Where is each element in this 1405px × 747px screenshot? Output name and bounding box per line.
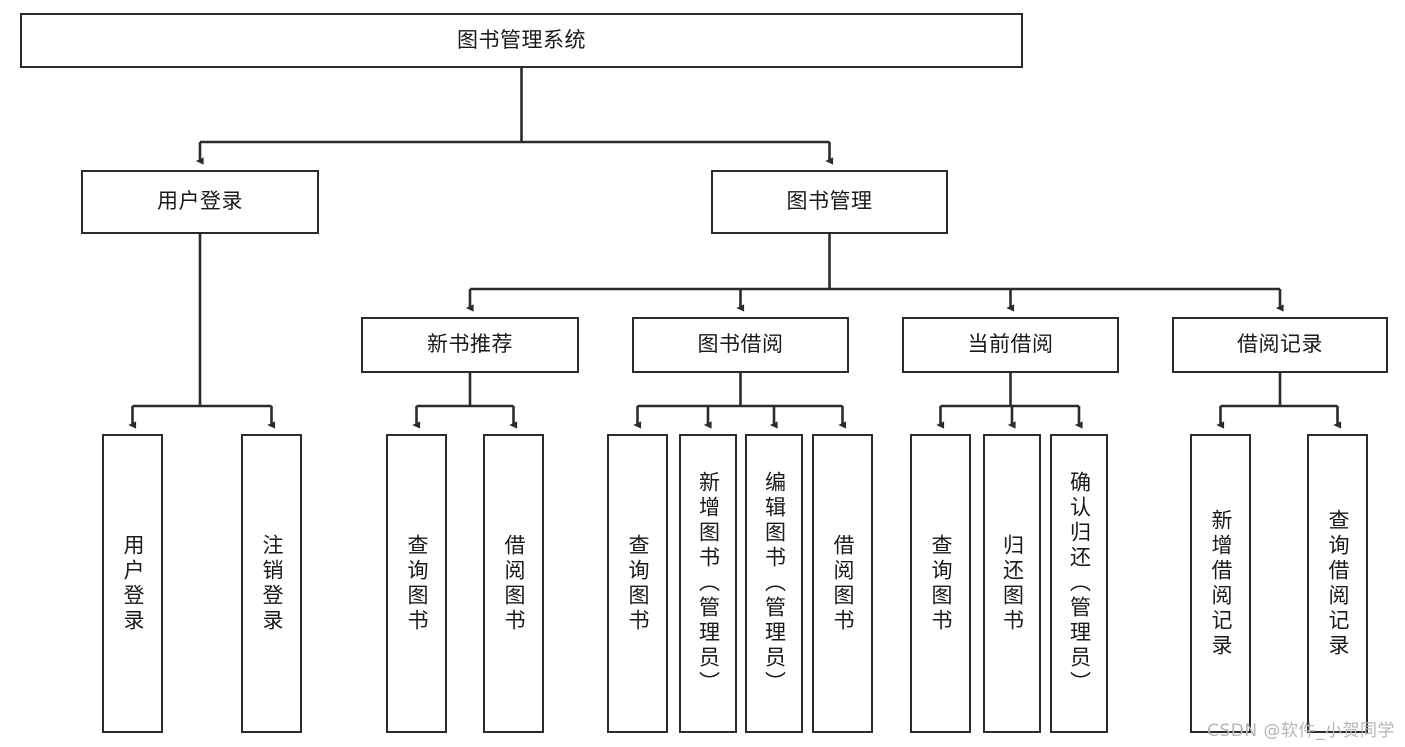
node-label: 新增借阅记录 [1209, 508, 1233, 659]
node-label: 图书管理 [786, 189, 873, 214]
node-book-borrow[interactable]: 图书借阅 [632, 317, 849, 373]
node-label: 查询借阅记录 [1326, 508, 1350, 659]
node-leaf-cb-query[interactable]: 查询图书 [910, 434, 971, 733]
node-leaf-rec-borrow[interactable]: 借阅图书 [483, 434, 544, 733]
node-label: 编辑图书（管理员） [762, 471, 787, 696]
node-label: 借阅图书 [831, 533, 855, 634]
node-label: 新书推荐 [427, 332, 513, 357]
node-root[interactable]: 图书管理系统 [20, 13, 1023, 68]
node-new-book-rec[interactable]: 新书推荐 [361, 317, 579, 373]
watermark: CSDN @软件_小贺同学 [1207, 721, 1395, 741]
node-leaf-bb-borrow[interactable]: 借阅图书 [812, 434, 873, 733]
node-leaf-user-logout[interactable]: 注销登录 [241, 434, 302, 733]
node-leaf-bb-edit[interactable]: 编辑图书（管理员） [745, 434, 803, 733]
node-current-borrow[interactable]: 当前借阅 [902, 317, 1119, 373]
node-label: 图书借阅 [697, 332, 784, 357]
node-leaf-bb-add[interactable]: 新增图书（管理员） [679, 434, 737, 733]
node-leaf-user-login[interactable]: 用户登录 [102, 434, 163, 733]
node-label: 图书管理系统 [457, 27, 586, 52]
node-label: 借阅记录 [1237, 332, 1323, 357]
node-label: 查询图书 [626, 533, 650, 634]
node-borrow-record[interactable]: 借阅记录 [1172, 317, 1388, 373]
node-leaf-cb-confirm[interactable]: 确认归还（管理员） [1050, 434, 1108, 733]
node-leaf-cb-return[interactable]: 归还图书 [983, 434, 1041, 733]
node-label: 用户登录 [121, 533, 145, 634]
node-leaf-br-query[interactable]: 查询借阅记录 [1307, 434, 1368, 733]
node-label: 注销登录 [260, 533, 284, 634]
node-label: 用户登录 [157, 189, 243, 214]
node-leaf-bb-query[interactable]: 查询图书 [607, 434, 668, 733]
node-book-mgmt[interactable]: 图书管理 [711, 170, 948, 234]
node-label: 新增图书（管理员） [696, 471, 721, 696]
node-label: 确认归还（管理员） [1067, 471, 1092, 696]
node-label: 借阅图书 [502, 533, 526, 634]
node-user-login[interactable]: 用户登录 [81, 170, 319, 234]
node-label: 当前借阅 [967, 332, 1054, 357]
node-leaf-rec-query[interactable]: 查询图书 [386, 434, 447, 733]
node-label: 查询图书 [929, 533, 953, 634]
node-label: 归还图书 [1000, 533, 1025, 634]
node-label: 查询图书 [405, 533, 429, 634]
node-leaf-br-add[interactable]: 新增借阅记录 [1190, 434, 1251, 733]
